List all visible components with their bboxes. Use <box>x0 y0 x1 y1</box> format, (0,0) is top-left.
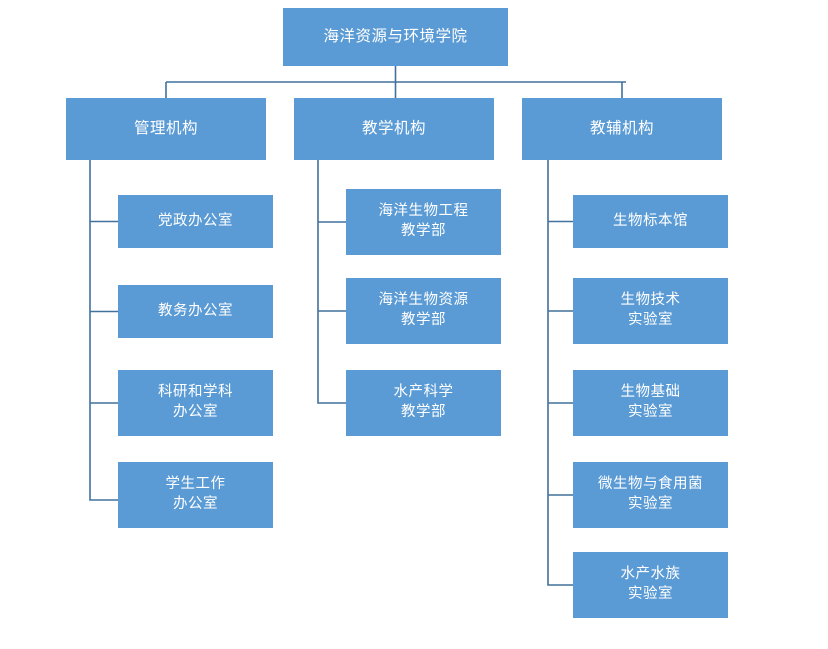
org-node-leaf-3-3[interactable]: 生物基础 实验室 <box>573 370 728 436</box>
org-node-leaf-1-2[interactable]: 教务办公室 <box>118 285 273 338</box>
org-node-branch-3[interactable]: 教辅机构 <box>522 98 722 160</box>
org-node-leaf-3-4[interactable]: 微生物与食用菌 实验室 <box>573 462 728 528</box>
connector-path <box>317 160 346 404</box>
org-node-leaf-3-1[interactable]: 生物标本馆 <box>573 195 728 248</box>
org-node-leaf-3-5[interactable]: 水产水族 实验室 <box>573 552 728 618</box>
connector-path <box>89 160 118 501</box>
org-node-leaf-2-1[interactable]: 海洋生物工程 教学部 <box>346 189 501 255</box>
org-node-branch-2[interactable]: 教学机构 <box>294 98 494 160</box>
org-node-root[interactable]: 海洋资源与环境学院 <box>283 8 508 66</box>
org-node-leaf-2-2[interactable]: 海洋生物资源 教学部 <box>346 278 501 344</box>
org-node-branch-1[interactable]: 管理机构 <box>66 98 266 160</box>
org-node-leaf-1-1[interactable]: 党政办公室 <box>118 195 273 248</box>
org-node-leaf-3-2[interactable]: 生物技术 实验室 <box>573 278 728 344</box>
connector-path <box>547 160 573 586</box>
org-node-leaf-1-3[interactable]: 科研和学科 办公室 <box>118 370 273 436</box>
org-node-leaf-1-4[interactable]: 学生工作 办公室 <box>118 462 273 528</box>
org-node-leaf-2-3[interactable]: 水产科学 教学部 <box>346 370 501 436</box>
